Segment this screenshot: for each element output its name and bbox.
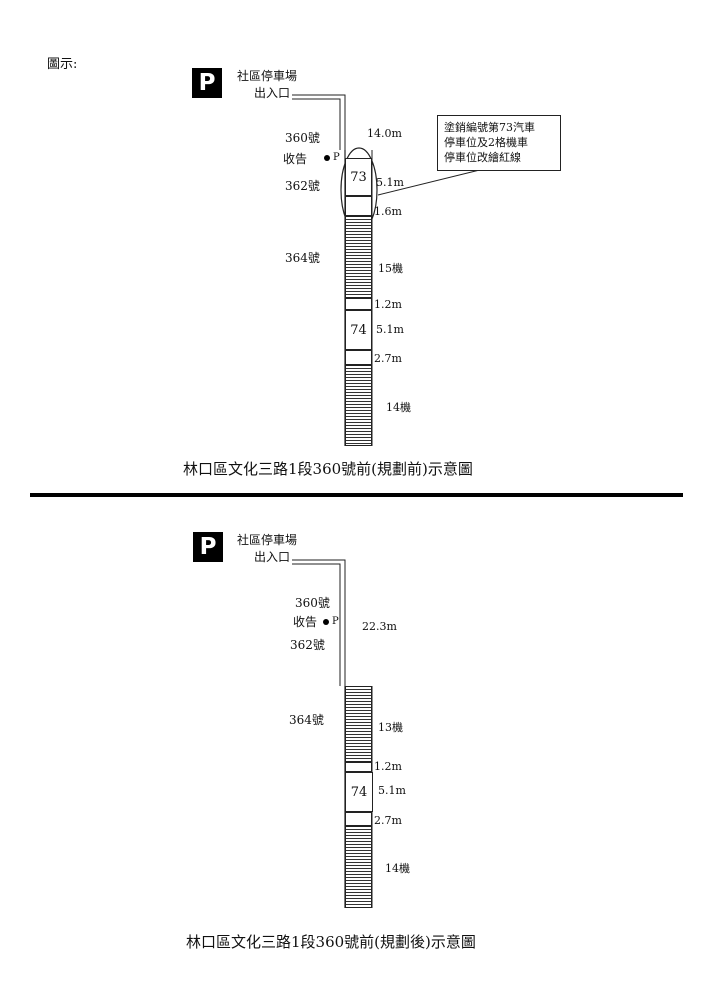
address-360: 360號	[285, 131, 320, 145]
buffer-zone-c	[345, 350, 372, 365]
motorcycle-zone-13	[345, 686, 372, 762]
measure-14m: 14.0m	[367, 127, 402, 140]
motorcycle-count-15: 15機	[378, 262, 403, 275]
address-362: 362號	[285, 179, 320, 193]
entrance-label-line2: 出入口	[254, 86, 291, 100]
section-divider	[30, 493, 683, 497]
buffer-zone-b-after	[345, 762, 372, 772]
caption-before: 林口區文化三路1段360號前(規劃前)示意圖	[183, 460, 473, 478]
parking-logo-icon: P	[192, 68, 222, 98]
buffer-zone-b	[345, 298, 372, 310]
booth-p: P	[333, 152, 340, 163]
measure-22-3m: 22.3m	[362, 620, 397, 633]
entrance-label-line2-after: 出入口	[254, 550, 291, 564]
legend-label: 圖示:	[47, 57, 78, 72]
address-364: 364號	[285, 251, 320, 265]
callout-line2: 停車位及2格機車	[444, 136, 528, 149]
measure-2-7m: 2.7m	[374, 352, 402, 365]
motorcycle-count-14: 14機	[386, 401, 411, 414]
parking-stall-73: 73	[345, 158, 372, 196]
measure-1-2m: 1.2m	[374, 298, 402, 311]
booth-label-after: 收告	[293, 615, 318, 629]
annotation-callout: 塗銷編號第73汽車 停車位及2格機車 停車位改繪紅線	[437, 115, 561, 171]
callout-line3: 停車位改繪紅線	[444, 151, 521, 164]
measure-1-2m-after: 1.2m	[374, 760, 402, 773]
measure-5-1m-a: 5.1m	[376, 176, 404, 189]
booth-dot-icon	[324, 155, 330, 161]
entrance-label-line1: 社區停車場	[237, 69, 298, 83]
booth-label: 收告	[283, 152, 308, 166]
motorcycle-zone-15	[345, 216, 372, 298]
motorcycle-zone-14	[345, 365, 372, 446]
entrance-label-line1-after: 社區停車場	[237, 533, 298, 547]
booth-p-after: P	[332, 616, 339, 627]
address-362-after: 362號	[290, 638, 325, 652]
parking-stall-74-after: 74	[345, 772, 373, 812]
measure-1-6m: 1.6m	[374, 205, 402, 218]
measure-2-7m-after: 2.7m	[374, 814, 402, 827]
buffer-zone-a	[345, 196, 372, 216]
booth-dot-icon-after	[323, 619, 329, 625]
measure-5-1m-after: 5.1m	[378, 784, 406, 797]
address-360-after: 360號	[295, 596, 330, 610]
address-364-after: 364號	[289, 713, 324, 727]
parking-stall-74: 74	[345, 310, 372, 350]
measure-5-1m-b: 5.1m	[376, 323, 404, 336]
callout-line1: 塗銷編號第73汽車	[444, 121, 535, 134]
buffer-zone-c-after	[345, 812, 372, 826]
motorcycle-zone-14-after	[345, 826, 372, 908]
motorcycle-count-13: 13機	[378, 721, 403, 734]
motorcycle-count-14-after: 14機	[385, 862, 410, 875]
caption-after: 林口區文化三路1段360號前(規劃後)示意圖	[186, 933, 476, 951]
parking-logo-icon-after: P	[193, 532, 223, 562]
